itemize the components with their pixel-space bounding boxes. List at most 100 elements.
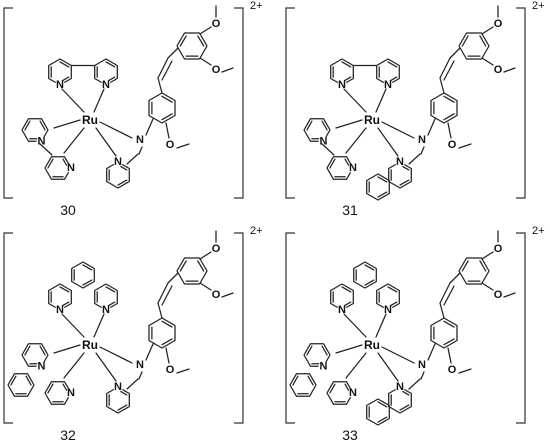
schiff-pyridyl-ring-n-mask bbox=[395, 157, 405, 167]
aryl-o-bond bbox=[199, 57, 212, 66]
left-ligand-ring-upper-n-mask bbox=[318, 361, 329, 372]
schiff-pyridyl-ring bbox=[106, 161, 130, 189]
left-ligand-ring-upper bbox=[303, 118, 331, 142]
aryl-ring-double-bond bbox=[443, 338, 455, 346]
top-ligand-ring-centre-double-bond bbox=[364, 279, 375, 286]
left-ligand-ring-upper-n-label: N bbox=[320, 360, 328, 372]
methoxy-o-label: O bbox=[212, 289, 221, 301]
aryl-n-bond bbox=[145, 118, 154, 136]
ruthenium-label: Ru bbox=[364, 338, 380, 352]
left-ligand-ring-lower-double-bond bbox=[329, 158, 336, 169]
aryl-ring-double-bond bbox=[161, 338, 173, 346]
top-ligand-ring-left-n-mask bbox=[55, 80, 65, 90]
top-ligand-ring-right-n-label: N bbox=[384, 79, 392, 91]
aryl-n-bond bbox=[145, 343, 154, 361]
ru-imine-bond bbox=[99, 346, 133, 364]
vinyl-double-bond bbox=[157, 282, 169, 304]
methoxy-o-label: O bbox=[494, 18, 503, 30]
aryl-ring-double-bond bbox=[161, 320, 173, 328]
dimethoxyphenyl-ring-double-bond bbox=[461, 260, 469, 272]
imine-n-label: N bbox=[418, 134, 426, 146]
imine-ch-bond bbox=[126, 378, 139, 390]
imine-ch-bond bbox=[408, 378, 421, 390]
top-ligand-ring-right-n-label: N bbox=[384, 304, 392, 316]
left-ligand-ring-lower-n-mask bbox=[348, 163, 358, 173]
ruthenium-label: Ru bbox=[364, 113, 380, 127]
vinyl-bond bbox=[157, 302, 163, 319]
left-ligand-ring-lower-double-bond bbox=[329, 383, 336, 394]
imine-double-bond bbox=[138, 371, 143, 380]
top-ligand-ring-left-double-bond bbox=[341, 286, 352, 293]
aryl-ring-double-bond bbox=[161, 113, 173, 121]
left-ligand-ring-centre-double-bond bbox=[10, 375, 17, 386]
aryl-o-bond bbox=[447, 347, 452, 364]
left-ligand-ring-upper-double-bond bbox=[321, 345, 328, 356]
left-ligand-ring-upper-n-label: N bbox=[38, 360, 46, 372]
aryl-o-bond bbox=[447, 122, 452, 139]
methoxy-o-label: O bbox=[166, 139, 175, 151]
right-bracket bbox=[516, 232, 526, 424]
aryl-o-bond bbox=[199, 282, 212, 291]
ruthenium-label: Ru bbox=[82, 338, 98, 352]
ruthenium-label: Ru bbox=[82, 113, 98, 127]
aryl-o-bond bbox=[165, 347, 170, 364]
dimethoxyphenyl-ring bbox=[176, 32, 208, 60]
aryl-ring-double-bond bbox=[161, 95, 173, 103]
schiff-pyridyl-ring-n-mask bbox=[395, 382, 405, 392]
methoxy-o-label: O bbox=[212, 64, 221, 76]
right-bracket bbox=[234, 232, 244, 424]
left-bracket bbox=[285, 232, 295, 424]
aryl-ring-double-bond bbox=[443, 320, 455, 328]
charge-label: 2+ bbox=[532, 225, 545, 237]
vinyl-aryl-bond bbox=[449, 47, 461, 59]
aryl-n-bond bbox=[427, 343, 436, 361]
left-ligand-ring-upper bbox=[303, 343, 331, 367]
left-ligand-ring-lower-n-label: N bbox=[349, 162, 357, 174]
dimethoxyphenyl-ring-double-bond bbox=[179, 260, 187, 272]
ru-n-bond bbox=[61, 313, 85, 338]
ru-n-bond bbox=[93, 88, 105, 113]
aryl-ring-double-bond bbox=[443, 95, 455, 103]
top-ligand-ring-left-n-label: N bbox=[338, 79, 346, 91]
dimethoxyphenyl-ring-double-bond bbox=[197, 260, 205, 272]
methoxy-o-label: O bbox=[494, 289, 503, 301]
top-ligand-ring-right-double-bond bbox=[105, 286, 116, 293]
schiff-pyridyl-ring-double-bond bbox=[399, 404, 410, 411]
imine-ch-bond bbox=[126, 153, 139, 165]
vinyl-double-bond bbox=[439, 57, 451, 79]
top-ligand-ring-right-double-bond bbox=[387, 286, 398, 293]
left-ligand-link bbox=[320, 142, 335, 156]
ru-imine-bond bbox=[99, 121, 133, 139]
left-ligand-ring-centre-double-bond bbox=[307, 375, 314, 386]
left-bracket bbox=[3, 7, 13, 199]
ru-n-bond bbox=[335, 119, 363, 129]
aryl-o-bond bbox=[199, 26, 212, 35]
vinyl-aryl-bond bbox=[167, 47, 179, 59]
schiff-pyridyl-ring-n-mask bbox=[113, 382, 123, 392]
dimethoxyphenyl-ring-double-bond bbox=[461, 35, 469, 47]
ru-n-bond bbox=[377, 127, 399, 157]
top-ligand-ring-right-double-bond bbox=[387, 61, 398, 68]
left-ligand-ring-lower-n-mask bbox=[66, 163, 76, 173]
methyl-bond bbox=[221, 67, 234, 73]
ru-n-bond bbox=[95, 127, 117, 157]
methyl-bond bbox=[176, 143, 190, 149]
methoxy-o-label: O bbox=[448, 364, 457, 376]
dimethoxyphenyl-ring-double-bond bbox=[197, 35, 205, 47]
top-ligand-ring-right-n-mask bbox=[101, 80, 111, 90]
left-ligand-ring-lower-n-label: N bbox=[67, 387, 75, 399]
aryl-ring bbox=[430, 317, 458, 349]
top-ligand-ring-left-n-mask bbox=[337, 80, 347, 90]
schiff-pyridyl-ring bbox=[388, 161, 412, 189]
top-ligand-ring-centre-double-bond bbox=[82, 264, 93, 271]
left-ligand-ring-lower-n-label: N bbox=[349, 387, 357, 399]
top-ligand-ring-right-n-mask bbox=[101, 305, 111, 315]
ru-n-bond bbox=[345, 352, 367, 379]
vinyl-double-bond-inner bbox=[161, 285, 173, 306]
compound-number: 31 bbox=[342, 202, 358, 218]
charge-label: 2+ bbox=[250, 0, 263, 12]
